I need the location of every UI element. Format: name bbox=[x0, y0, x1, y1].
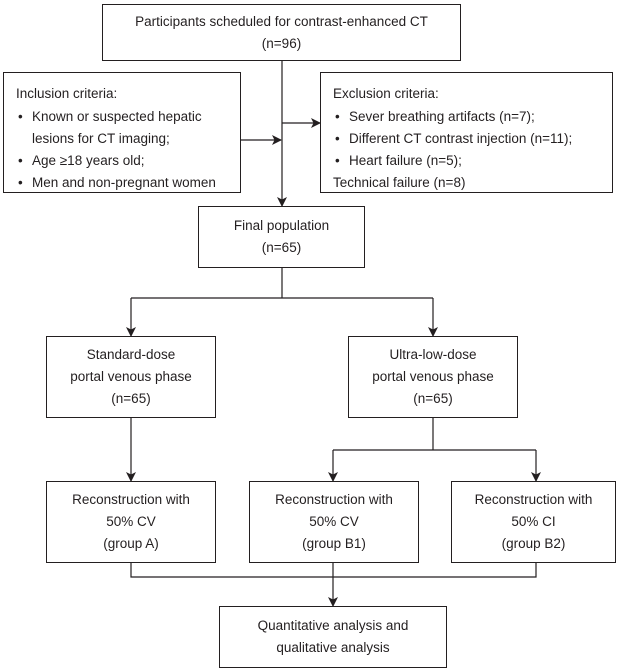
inclusion-item-text: Age ≥18 years old; bbox=[32, 153, 145, 168]
exclusion-criteria-box: Exclusion criteria: Sever breathing arti… bbox=[320, 72, 613, 193]
inclusion-title: Inclusion criteria: bbox=[16, 86, 118, 101]
inclusion-item-text: Men and non-pregnant women bbox=[32, 175, 216, 190]
group-a-label: Reconstruction with bbox=[72, 492, 190, 507]
standard-dose-phase: portal venous phase bbox=[70, 369, 192, 384]
ultra-low-dose-box: Ultra-low-dose portal venous phase (n=65… bbox=[348, 336, 518, 418]
final-population-count: (n=65) bbox=[261, 240, 302, 255]
standard-dose-label: Standard-dose bbox=[86, 347, 176, 362]
group-b2-method: 50% CI bbox=[511, 514, 556, 529]
participants-count: (n=96) bbox=[261, 35, 302, 51]
standard-dose-count: (n=65) bbox=[111, 391, 151, 406]
group-a-box: Reconstruction with 50% CV (group A) bbox=[46, 481, 216, 563]
merge-groups-to-analysis bbox=[130, 563, 537, 578]
split-final-to-phases bbox=[131, 268, 433, 299]
inclusion-list: Known or suspected hepatic lesions for C… bbox=[16, 106, 230, 194]
final-population-box: Final population (n=65) bbox=[198, 206, 365, 268]
group-b2-name: (group B2) bbox=[501, 536, 566, 551]
inclusion-item: Men and non-pregnant women bbox=[16, 172, 230, 194]
group-b1-name: (group B1) bbox=[302, 536, 366, 551]
exclusion-item: Different CT contrast injection (n=11); bbox=[333, 128, 602, 150]
inclusion-item-text: Known or suspected hepatic bbox=[32, 109, 202, 124]
analysis-box: Quantitative analysis and qualitative an… bbox=[219, 606, 447, 668]
participants-box: Participants scheduled for contrast-enha… bbox=[102, 4, 461, 61]
inclusion-item-continuation: lesions for CT imaging; bbox=[32, 131, 170, 146]
group-b1-method: 50% CV bbox=[309, 514, 359, 529]
participants-label: Participants scheduled for contrast-enha… bbox=[135, 13, 428, 29]
exclusion-item-text: Sever breathing artifacts (n=7); bbox=[349, 109, 535, 124]
inclusion-item: Known or suspected hepatic bbox=[16, 106, 230, 128]
analysis-quantitative: Quantitative analysis and bbox=[257, 618, 409, 633]
group-b1-box: Reconstruction with 50% CV (group B1) bbox=[249, 481, 419, 563]
exclusion-item-text: Heart failure (n=5); bbox=[349, 153, 462, 168]
group-b1-label: Reconstruction with bbox=[275, 492, 393, 507]
group-a-method: 50% CV bbox=[106, 514, 156, 529]
group-b2-box: Reconstruction with 50% CI (group B2) bbox=[451, 481, 616, 563]
exclusion-list: Sever breathing artifacts (n=7); Differe… bbox=[333, 106, 602, 172]
group-b2-label: Reconstruction with bbox=[474, 492, 593, 507]
split-ultralow-to-groups bbox=[333, 418, 536, 451]
exclusion-title: Exclusion criteria: bbox=[333, 86, 439, 101]
exclusion-extra: Technical failure (n=8) bbox=[333, 175, 466, 190]
analysis-qualitative: qualitative analysis bbox=[276, 640, 390, 655]
standard-dose-box: Standard-dose portal venous phase (n=65) bbox=[46, 336, 216, 418]
inclusion-item: Age ≥18 years old; bbox=[16, 150, 230, 172]
exclusion-item: Sever breathing artifacts (n=7); bbox=[333, 106, 602, 128]
inclusion-criteria-box: Inclusion criteria: Known or suspected h… bbox=[3, 72, 241, 194]
group-a-name: (group A) bbox=[103, 536, 159, 551]
ultra-low-dose-label: Ultra-low-dose bbox=[389, 347, 477, 362]
exclusion-item-text: Different CT contrast injection (n=11); bbox=[349, 131, 573, 146]
ultra-low-dose-phase: portal venous phase bbox=[372, 369, 494, 384]
final-population-label: Final population bbox=[233, 218, 330, 233]
ultra-low-dose-count: (n=65) bbox=[413, 391, 453, 406]
exclusion-item: Heart failure (n=5); bbox=[333, 150, 602, 172]
